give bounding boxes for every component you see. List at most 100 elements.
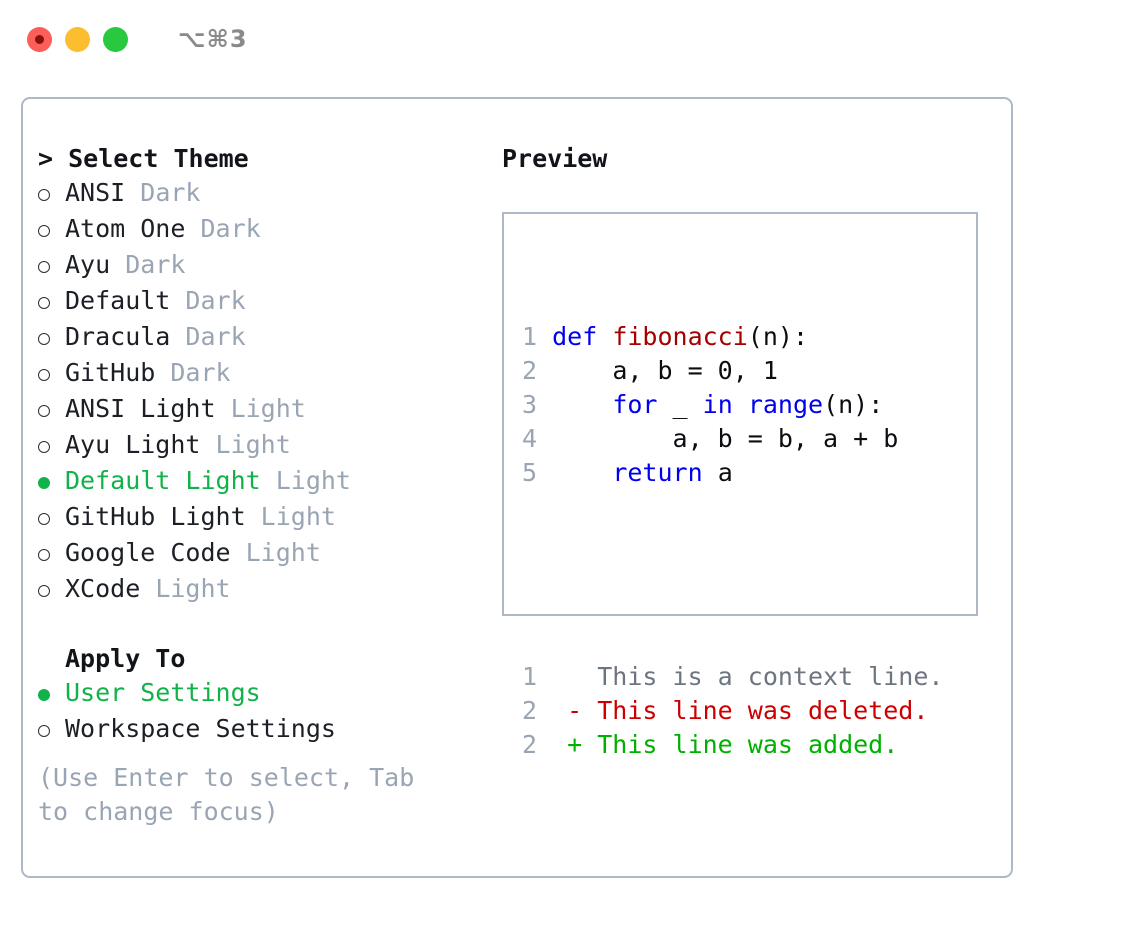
radio-unselected-icon [38,574,65,608]
theme-option-label: Google Code [65,538,231,567]
radio-unselected-icon [38,358,65,392]
code-token: (n): [747,322,809,351]
theme-option-5[interactable]: GitHub Dark [38,356,468,392]
keyboard-hint-text: (Use Enter to select, Tab to change focu… [38,763,415,826]
theme-variant-tag: Light [140,574,231,603]
code-line: 4 a, b = b, a + b [522,422,943,456]
diff-line: 2 - This line was deleted. [522,694,943,728]
select-theme-header: > Select Theme [38,144,249,173]
traffic-light-group [27,26,128,52]
theme-option-10[interactable]: Google Code Light [38,536,468,572]
theme-variant-tag: Light [200,430,291,459]
code-line: 2 a, b = 0, 1 [522,354,943,388]
apply-to-option-1[interactable]: Workspace Settings [38,712,468,748]
code-line: 1 def fibonacci(n): [522,320,943,354]
radio-unselected-icon [38,322,65,356]
diff-line-text: + This line was added. [567,730,899,759]
theme-variant-tag: Dark [110,250,186,279]
theme-variant-tag: Light [230,538,321,567]
code-token: a, b = 0, 1 [552,356,778,385]
theme-option-4[interactable]: Dracula Dark [38,320,468,356]
theme-option-7[interactable]: Ayu Light Light [38,428,468,464]
theme-option-11[interactable]: XCode Light [38,572,468,608]
code-line-number: 2 [522,356,553,385]
code-token: a [702,458,733,487]
preview-title: Preview [502,144,608,173]
theme-option-3[interactable]: Default Dark [38,284,468,320]
apply-to-header: Apply To [65,644,186,673]
radio-unselected-icon [38,714,65,748]
theme-option-8[interactable]: Default Light Light [38,464,468,500]
theme-option-label: ANSI [65,178,126,207]
diff-line: 2 + This line was added. [522,728,943,762]
apply-to-option-label: Workspace Settings [65,714,336,743]
theme-option-0[interactable]: ANSI Dark [38,176,468,212]
theme-option-6[interactable]: ANSI Light Light [38,392,468,428]
theme-variant-tag: Dark [125,178,201,207]
radio-unselected-icon [38,538,65,572]
code-token: fibonacci [612,322,748,351]
radio-unselected-icon [38,178,65,212]
diff-line-number: 1 [522,662,568,691]
theme-option-label: XCode [65,574,141,603]
code-token: in [702,390,733,419]
theme-variant-tag: Dark [170,286,246,315]
code-line: 5 return a [522,456,943,490]
code-line-number: 1 [522,322,553,351]
window-title-shortcut: ⌥⌘3 [178,25,248,53]
diff-line: 1 This is a context line. [522,660,943,694]
theme-option-label: ANSI Light [65,394,216,423]
code-token [552,458,612,487]
theme-option-1[interactable]: Atom One Dark [38,212,468,248]
theme-option-2[interactable]: Ayu Dark [38,248,468,284]
theme-variant-tag: Dark [170,322,246,351]
code-line-number: 4 [522,424,553,453]
code-token: a, b = b, a + b [552,424,899,453]
code-line-number: 3 [522,390,553,419]
radio-unselected-icon [38,214,65,248]
radio-unselected-icon [38,394,65,428]
radio-selected-icon [38,678,65,712]
radio-selected-icon [38,466,65,500]
radio-unselected-icon [38,250,65,284]
theme-option-label: Ayu Light [65,430,201,459]
code-token: def [552,322,613,351]
diff-sample: 1 This is a context line.2 - This line w… [522,660,943,762]
close-button[interactable] [27,26,52,52]
theme-option-9[interactable]: GitHub Light Light [38,500,468,536]
code-gap [522,558,943,592]
theme-option-label: GitHub Light [65,502,246,531]
maximize-button[interactable] [103,26,128,52]
diff-line-text: - This line was deleted. [567,696,929,725]
title-bar: ⌥⌘3 [0,0,1140,78]
diff-line-number: 2 [522,696,568,725]
theme-variant-tag: Dark [185,214,261,243]
theme-variant-tag: Dark [155,358,231,387]
code-token [552,390,612,419]
apply-to-option-0[interactable]: User Settings [38,676,468,712]
diff-line-number: 2 [522,730,568,759]
code-token [733,390,748,419]
list-spacer [38,608,468,642]
code-line-number: 5 [522,458,553,487]
code-line: 3 for _ in range(n): [522,388,943,422]
theme-option-label: GitHub [65,358,156,387]
radio-unselected-icon [38,430,65,464]
theme-variant-tag: Light [260,466,351,495]
theme-option-label: Dracula [65,322,171,351]
theme-option-label: Ayu [65,250,111,279]
radio-unselected-icon [38,286,65,320]
theme-variant-tag: Light [245,502,336,531]
code-token: return [612,458,703,487]
minimize-button[interactable] [65,26,90,52]
radio-unselected-icon [38,502,65,536]
theme-option-label: Default Light [65,466,261,495]
